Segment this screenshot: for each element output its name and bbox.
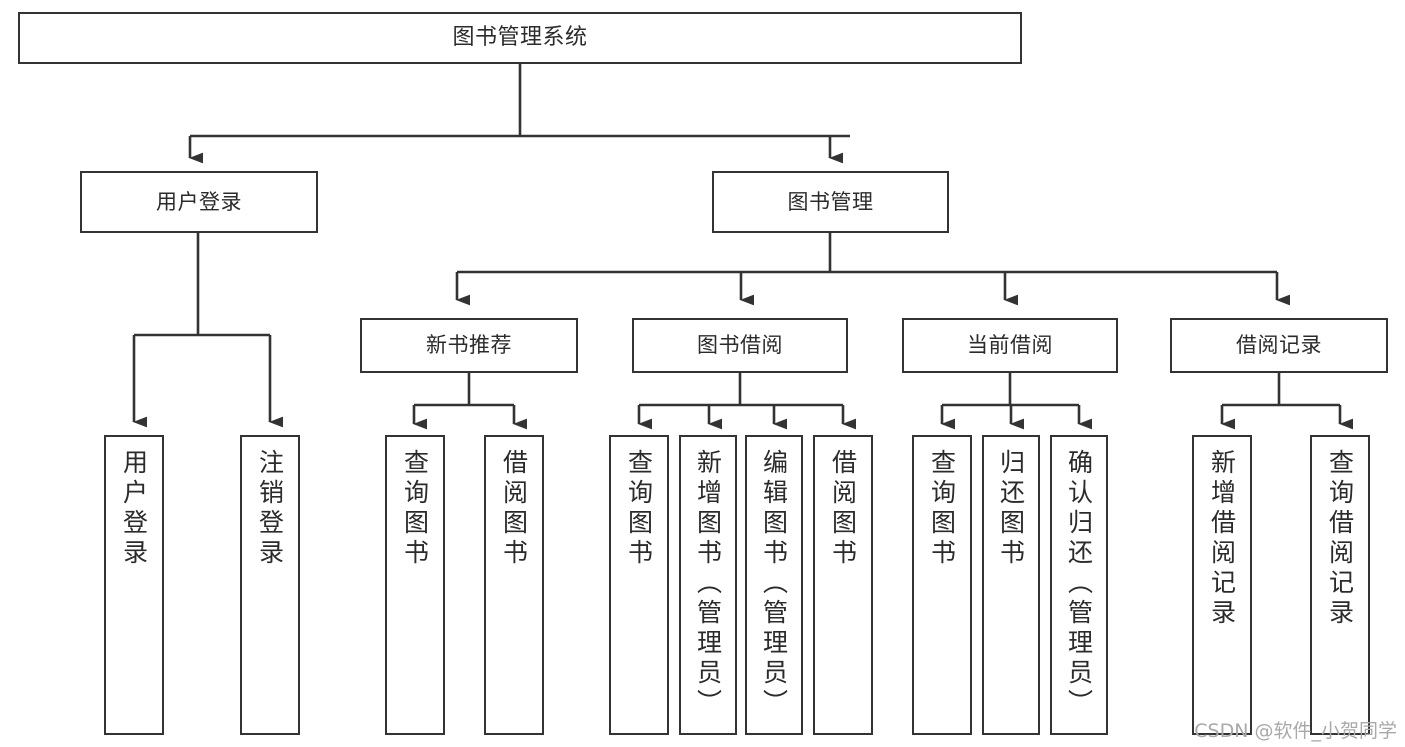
node-label: 新增图书（管理员）	[693, 449, 723, 719]
node-label: 查询图书	[624, 449, 654, 569]
node-label: 图书管理	[787, 189, 874, 214]
node-label: 编辑图书（管理员）	[759, 449, 789, 719]
leaf-add-borrow-record[interactable]: 新增借阅记录	[1192, 435, 1252, 735]
node-label: 查询借阅记录	[1325, 449, 1355, 629]
node-book-borrow[interactable]: 图书借阅	[632, 318, 848, 373]
leaf-logout[interactable]: 注销登录	[240, 435, 300, 735]
node-label: 查询图书	[927, 449, 957, 569]
leaf-edit-book-admin[interactable]: 编辑图书（管理员）	[745, 435, 803, 735]
node-root-system[interactable]: 图书管理系统	[18, 12, 1022, 64]
node-label: 归还图书	[996, 449, 1026, 569]
node-label: 图书管理系统	[452, 25, 588, 51]
node-label: 确认归还（管理员）	[1064, 449, 1094, 719]
node-new-book-recommend[interactable]: 新书推荐	[360, 318, 578, 373]
node-label: 借阅图书	[499, 449, 529, 569]
node-book-management[interactable]: 图书管理	[712, 171, 949, 233]
node-label: 借阅记录	[1236, 333, 1322, 358]
node-label: 查询图书	[400, 449, 430, 569]
leaf-borrow-book-recommend[interactable]: 借阅图书	[484, 435, 544, 735]
node-current-borrow[interactable]: 当前借阅	[902, 318, 1118, 373]
node-label: 借阅图书	[828, 449, 858, 569]
leaf-query-book-recommend[interactable]: 查询图书	[385, 435, 445, 735]
node-label: 注销登录	[255, 449, 285, 569]
leaf-query-book-current[interactable]: 查询图书	[912, 435, 972, 735]
node-label: 用户登录	[156, 189, 242, 214]
node-user-login[interactable]: 用户登录	[80, 171, 318, 233]
node-borrow-records[interactable]: 借阅记录	[1170, 318, 1388, 373]
leaf-user-login[interactable]: 用户登录	[104, 435, 164, 735]
leaf-borrow-book[interactable]: 借阅图书	[813, 435, 873, 735]
leaf-return-book[interactable]: 归还图书	[982, 435, 1040, 735]
leaf-add-book-admin[interactable]: 新增图书（管理员）	[679, 435, 737, 735]
node-label: 当前借阅	[967, 333, 1053, 358]
node-label: 图书借阅	[697, 333, 783, 358]
watermark-text: CSDN @软件_小贺同学	[1194, 720, 1397, 742]
leaf-query-book-borrow[interactable]: 查询图书	[609, 435, 669, 735]
node-label: 新增借阅记录	[1207, 449, 1237, 629]
leaf-confirm-return-admin[interactable]: 确认归还（管理员）	[1050, 435, 1108, 735]
node-label: 新书推荐	[426, 333, 512, 358]
leaf-query-borrow-record[interactable]: 查询借阅记录	[1310, 435, 1370, 735]
node-label: 用户登录	[119, 449, 149, 569]
